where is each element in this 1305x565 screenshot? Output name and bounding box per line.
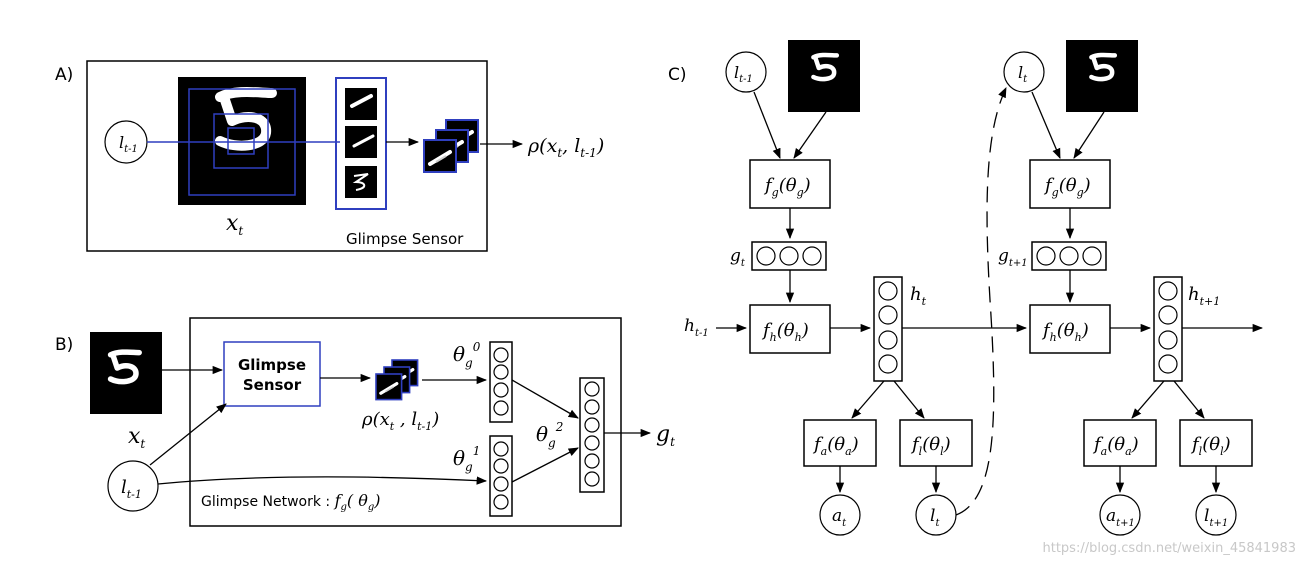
image-step-t1 (1066, 40, 1138, 112)
gt-label: gt (730, 246, 746, 269)
theta0-label: θg0 (453, 340, 481, 370)
location-prev-text: lt-1 (734, 63, 753, 85)
rho-label-b: ρ(xt , lt-1) (361, 409, 439, 433)
ht1-label: ht+1 (1188, 284, 1220, 308)
h-prev-label: ht-1 (684, 316, 709, 339)
action-node-t (819, 494, 861, 536)
arrow-ht1-to-fa (1131, 380, 1165, 419)
panel-b-label: B) (55, 335, 73, 355)
fh-label-t1: fh(θh) (1041, 320, 1089, 344)
image-step-t (788, 40, 860, 112)
fg-box-t (749, 159, 831, 209)
fl-box-t (899, 419, 973, 467)
glimpse-sensor-line1: Glimpse (238, 356, 306, 374)
arrow-theta0-to-theta2 (511, 379, 579, 419)
gt1-label: gt+1 (998, 246, 1028, 269)
location-curr-text: lt (1018, 63, 1028, 85)
fa-label-t: fa(θa) (812, 434, 859, 458)
glimpse-stack-frame (335, 77, 387, 210)
fg-label-t: fg(θg) (763, 175, 811, 199)
location-out-node-t (915, 494, 957, 536)
fl-box-t1 (1179, 419, 1253, 467)
arrow-image-to-fg-t1 (1073, 111, 1105, 159)
ht-label: ht (910, 284, 927, 308)
lt-out-label: lt (930, 506, 940, 529)
location-b-text: lt-1 (121, 477, 142, 501)
fa-label-t1: fa(θa) (1092, 434, 1139, 458)
arrow-ht-to-fa (851, 380, 885, 419)
arrow-image-to-fg (793, 111, 827, 159)
arrow-lcurr-to-fg (1031, 91, 1061, 159)
arrow-ht-to-fl (893, 380, 925, 419)
glimpse-scale-1 (227, 127, 255, 155)
arrow-ht1-to-fl (1173, 380, 1205, 419)
panel-c: C) lt-1 fg(θg) gt ht-1 fh(θh) ht fa(θa) … (668, 40, 1264, 536)
panel-a-label: A) (55, 65, 73, 85)
fh-label-t: fh(θh) (761, 320, 809, 344)
location-curr-node (1003, 51, 1045, 93)
location-node-b (107, 460, 159, 512)
glimpse-sensor-line2: Sensor (243, 376, 302, 394)
arrow-location-to-sensor (149, 403, 227, 466)
fg-box-t1 (1029, 159, 1111, 209)
location-prev-node (725, 51, 767, 93)
glimpse-sensor-caption: Glimpse Sensor (346, 230, 464, 248)
fl-label-t1: fl(θl) (1190, 434, 1231, 458)
arrow-theta1-to-theta2 (511, 447, 579, 483)
output-label-a: ρ(xt, lt-1) (527, 135, 604, 160)
dashed-location-feedback (955, 87, 1007, 516)
fg-label-t1: fg(θg) (1043, 175, 1091, 199)
action-node-t1 (1099, 494, 1141, 536)
location-out-node-t1 (1195, 494, 1237, 536)
image-label-a: xt (226, 211, 243, 238)
panel-b: B) xt lt-1 Glimpse Sensor ρ(xt , lt-1) θ… (55, 317, 675, 527)
at1-label: at+1 (1106, 506, 1135, 529)
theta0-layer (489, 341, 513, 423)
fh-box-t1 (1029, 304, 1111, 354)
fa-box-t1 (1083, 419, 1157, 467)
at-label: at (832, 506, 847, 529)
input-image-b (90, 332, 162, 414)
panel-c-label: C) (668, 65, 687, 85)
fh-box-t (749, 304, 831, 354)
image-label-b: xt (128, 424, 145, 451)
lt1-out-label: lt+1 (1204, 506, 1228, 529)
location-a-text: lt-1 (119, 133, 138, 155)
panel-a: A) lt-1 xt ρ(xt, lt-1) Glimpse Sensor (55, 60, 604, 252)
theta2-label: θg2 (536, 420, 563, 450)
theta1-label: θg1 (453, 444, 480, 474)
theta1-layer (489, 435, 513, 517)
watermark: https://blog.csdn.net/weixin_45841983 (1042, 541, 1296, 556)
glimpse-sensor-box (223, 341, 321, 407)
glimpse-network-caption: Glimpse Network : fg( θg) (201, 491, 381, 513)
arrow-lprev-to-fg (753, 91, 781, 159)
fl-label-t: fl(θl) (910, 434, 951, 458)
location-node-a (104, 120, 148, 164)
glimpse-patch-1 (345, 88, 377, 120)
output-label-b: gt (656, 422, 675, 449)
arrow-location-to-theta1 (157, 476, 488, 485)
glimpse-scale-2 (213, 113, 269, 169)
